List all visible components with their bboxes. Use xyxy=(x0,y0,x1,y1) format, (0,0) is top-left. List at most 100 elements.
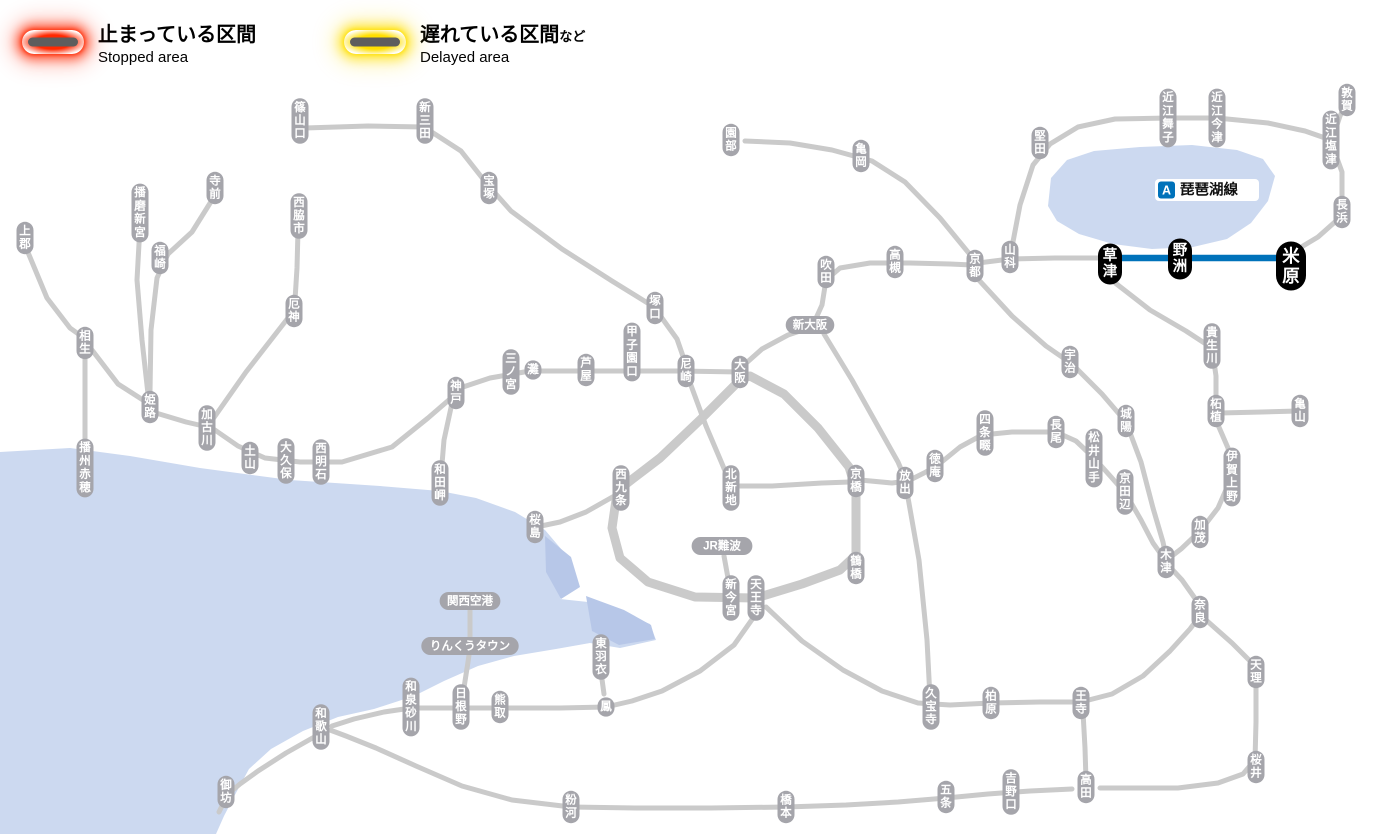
station-pill: 大阪 xyxy=(731,355,749,389)
svg-text:粉河: 粉河 xyxy=(565,792,577,819)
rail-line xyxy=(134,223,151,397)
svg-text:長尾: 長尾 xyxy=(1049,418,1062,444)
station-pill: 新今宮 xyxy=(722,575,740,621)
station-pill: 熊取 xyxy=(491,690,509,724)
svg-text:姫路: 姫路 xyxy=(144,392,156,419)
legend-stopped-label: 止まっている区間 xyxy=(98,24,257,46)
osaka-bay-water xyxy=(0,448,656,834)
svg-text:塚口: 塚口 xyxy=(649,293,661,320)
legend: 止まっている区間 Stopped area 遅れている区間など Delayed … xyxy=(0,0,1400,90)
station-pill: 東羽衣 xyxy=(592,634,610,680)
legend-delayed: 遅れている区間など Delayed area xyxy=(344,24,585,66)
station-pill: 加茂 xyxy=(1191,515,1209,549)
alert-station-pill: 野洲 xyxy=(1168,238,1192,280)
station-pill: 西九条 xyxy=(612,465,630,511)
station-pill: 西明石 xyxy=(312,439,330,485)
svg-text:奈良: 奈良 xyxy=(1193,597,1206,624)
station-pill: 京都 xyxy=(966,249,984,283)
svg-text:敦賀: 敦賀 xyxy=(1340,85,1353,112)
rail-line xyxy=(1080,709,1089,783)
station-pill: 新三田 xyxy=(416,98,434,144)
station-pill: 三ノ宮 xyxy=(502,349,520,395)
rail-line xyxy=(457,368,743,391)
legend-delayed-label: 遅れている区間 xyxy=(420,24,560,46)
svg-text:大久保: 大久保 xyxy=(279,440,292,480)
station-pill: 天理 xyxy=(1247,655,1265,689)
svg-text:宇治: 宇治 xyxy=(1064,347,1076,374)
svg-text:りんくうタウン: りんくうタウン xyxy=(430,639,510,653)
svg-text:柏原: 柏原 xyxy=(985,688,997,715)
rail-line xyxy=(329,608,761,729)
svg-text:東羽衣: 東羽衣 xyxy=(595,636,607,676)
line-badge-icon xyxy=(1158,181,1175,199)
station-pill: 貴生川 xyxy=(1203,323,1221,369)
svg-text:近江塩津: 近江塩津 xyxy=(1325,112,1337,166)
svg-text:堅田: 堅田 xyxy=(1034,129,1046,155)
svg-text:西脇市: 西脇市 xyxy=(293,196,305,235)
svg-text:米原: 米原 xyxy=(1282,246,1300,286)
svg-text:西明石: 西明石 xyxy=(314,442,327,481)
station-pill: 寺前 xyxy=(206,171,224,205)
station-pill: 和田岬 xyxy=(431,460,449,506)
station-pill: 堅田 xyxy=(1031,126,1049,160)
station-pill: 宇治 xyxy=(1061,345,1079,379)
svg-text:土山: 土山 xyxy=(244,443,256,470)
water-areas xyxy=(0,145,1275,834)
svg-text:徳庵: 徳庵 xyxy=(928,451,941,478)
stopped-line-bar xyxy=(28,37,78,47)
stations: 敦賀近江塩津近江今津近江舞子堅田長浜園部亀岡篠山口新三田宝塚寺前播磨新宮西脇市上… xyxy=(16,83,1356,824)
svg-text:新三田: 新三田 xyxy=(419,100,431,140)
station-pill: 土山 xyxy=(241,441,259,475)
station-pill: 柏原 xyxy=(982,686,1000,720)
svg-text:長浜: 長浜 xyxy=(1336,198,1348,224)
rail-line xyxy=(327,727,1075,811)
svg-text:山科: 山科 xyxy=(1004,242,1016,269)
svg-text:芦屋: 芦屋 xyxy=(580,355,592,382)
svg-text:宝塚: 宝塚 xyxy=(483,173,495,200)
station-pill: 相生 xyxy=(76,326,94,360)
rail-line xyxy=(1111,279,1219,409)
station-pill: 山科 xyxy=(1001,240,1019,274)
legend-stopped-sublabel: Stopped area xyxy=(98,49,189,66)
svg-text:城陽: 城陽 xyxy=(1120,406,1132,433)
station-pill: 福崎 xyxy=(151,241,169,275)
station-pill: 松井山手 xyxy=(1085,428,1103,488)
svg-text:木津: 木津 xyxy=(1159,547,1172,574)
rail-line xyxy=(821,331,907,479)
rail-line xyxy=(1165,415,1235,562)
station-pill: 北新地 xyxy=(722,465,740,511)
svg-text:園部: 園部 xyxy=(725,125,737,152)
svg-text:三ノ宮: 三ノ宮 xyxy=(505,352,517,391)
station-pill: 尼崎 xyxy=(677,354,695,388)
station-pill: 芦屋 xyxy=(577,353,595,387)
svg-text:関西空港: 関西空港 xyxy=(447,594,493,608)
svg-text:京都: 京都 xyxy=(968,251,981,278)
rail-line xyxy=(1217,408,1301,416)
station-pill: 天王寺 xyxy=(747,575,765,621)
svg-text:北新地: 北新地 xyxy=(725,467,737,507)
legend-delayed-sublabel: Delayed area xyxy=(420,49,510,66)
station-pill: 吹田 xyxy=(817,255,835,289)
svg-text:上郡: 上郡 xyxy=(18,223,31,250)
station-pill: 高槻 xyxy=(886,245,904,279)
station-pill: 御坊 xyxy=(217,775,235,809)
station-pill: 大久保 xyxy=(277,438,295,484)
station-pill: 王寺 xyxy=(1072,686,1090,720)
svg-text:吹田: 吹田 xyxy=(820,257,832,284)
svg-text:王寺: 王寺 xyxy=(1075,689,1087,715)
station-pill: 敦賀 xyxy=(1338,83,1356,117)
rail-line xyxy=(742,138,975,260)
station-pill: 宝塚 xyxy=(480,171,498,205)
station-pill: 園部 xyxy=(722,123,740,157)
station-pill: 神戸 xyxy=(447,376,465,410)
rail-line xyxy=(904,489,933,701)
rail-line xyxy=(741,260,975,368)
svg-text:伊賀上野: 伊賀上野 xyxy=(1225,449,1238,503)
station-pill: 長尾 xyxy=(1047,415,1065,449)
svg-text:桜島: 桜島 xyxy=(529,512,541,539)
svg-text:亀岡: 亀岡 xyxy=(855,141,867,168)
station-pill: 徳庵 xyxy=(926,449,944,483)
station-pill: 橋本 xyxy=(777,790,795,824)
station-pill: 吉野口 xyxy=(1002,769,1020,815)
